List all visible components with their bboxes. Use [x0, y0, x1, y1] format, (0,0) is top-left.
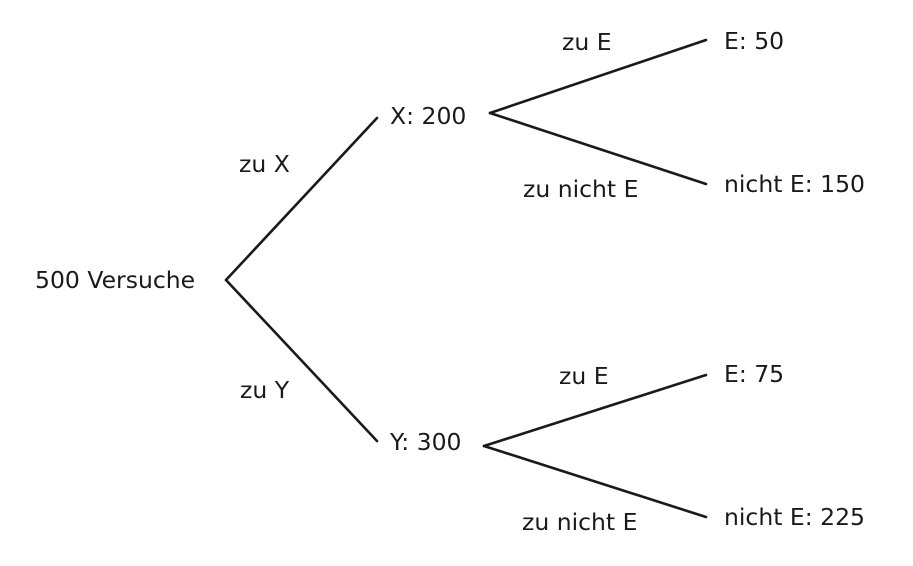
node-y-label: Y: 300 — [389, 428, 461, 456]
edge-root-to-x — [224, 116, 379, 282]
edge-y-to-not-e — [482, 444, 708, 519]
root-node-label: 500 Versuche — [35, 266, 195, 294]
edge-root-to-y — [224, 278, 379, 443]
edge-label-zu-y: zu Y — [240, 376, 290, 404]
edge-label-y-zu-e: zu E — [559, 362, 609, 390]
edge-label-x-zu-nicht-e: zu nicht E — [523, 175, 638, 203]
node-x-not-e-label: nicht E: 150 — [724, 170, 865, 198]
edge-label-x-zu-e: zu E — [562, 28, 612, 56]
node-y-not-e-label: nicht E: 225 — [724, 503, 865, 531]
edge-x-to-not-e — [488, 111, 708, 186]
edge-x-to-e — [488, 38, 708, 115]
node-x-label: X: 200 — [390, 102, 466, 130]
edge-label-zu-x: zu X — [239, 150, 290, 178]
node-x-e-label: E: 50 — [724, 27, 784, 55]
node-y-e-label: E: 75 — [724, 360, 784, 388]
edge-label-y-zu-nicht-e: zu nicht E — [522, 508, 637, 536]
edge-y-to-e — [482, 373, 708, 448]
